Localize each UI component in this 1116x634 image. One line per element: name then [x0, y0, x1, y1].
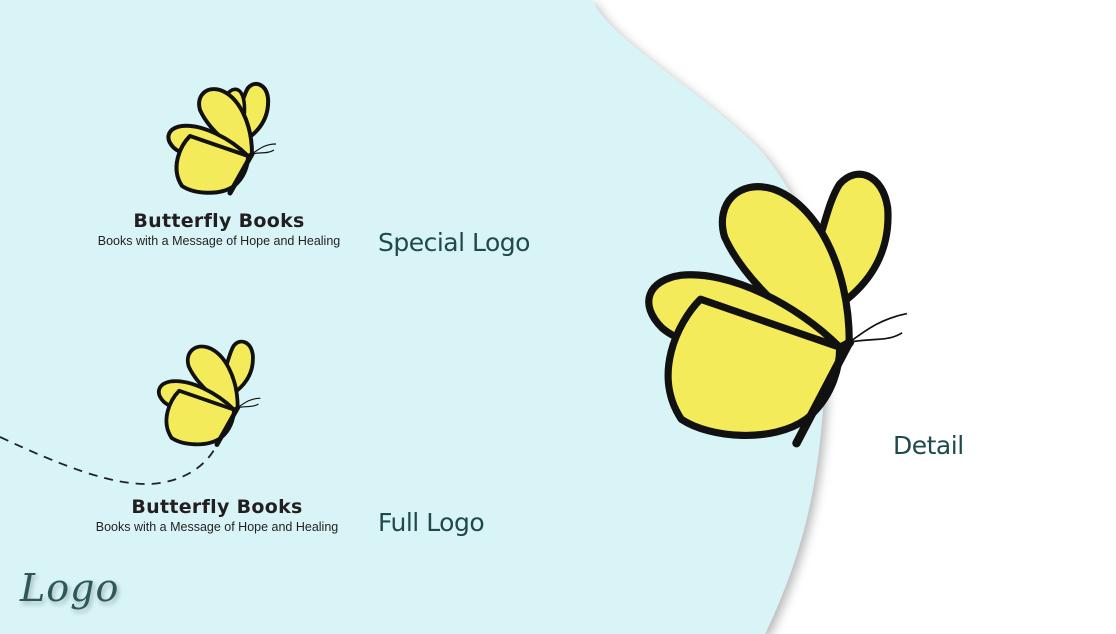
brand-name: Butterfly Books: [131, 496, 303, 518]
brand-tagline: Books with a Message of Hope and Healing: [95, 520, 339, 534]
brand-name: Butterfly Books: [133, 210, 305, 232]
section-title: Logo: [20, 566, 120, 610]
butterfly-detail-icon: [645, 170, 908, 448]
butterfly-icon: [166, 81, 277, 196]
butterfly-icon: [156, 339, 261, 447]
detail-label: Detail: [893, 431, 964, 460]
special-logo-label: Special Logo: [378, 228, 530, 257]
special-logo-brand: Butterfly Books Books with a Message of …: [64, 210, 374, 248]
full-logo-brand: Butterfly Books Books with a Message of …: [62, 496, 372, 534]
full-logo-label: Full Logo: [378, 508, 485, 537]
brand-tagline: Books with a Message of Hope and Healing: [97, 234, 341, 248]
